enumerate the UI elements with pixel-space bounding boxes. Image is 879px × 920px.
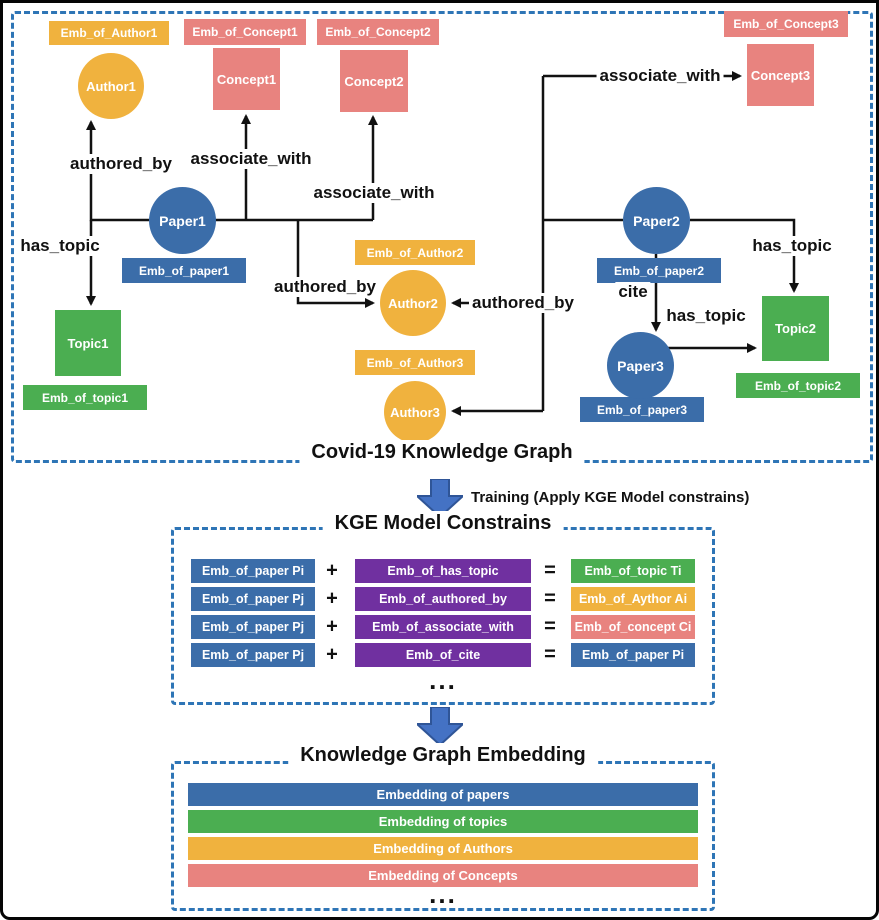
embedding-label-author2: Emb_of_Author2 — [355, 240, 475, 265]
relation-embedding-box: Emb_of_cite — [355, 643, 531, 667]
relation-embedding-box: Emb_of_has_topic — [355, 559, 531, 583]
embedding-bar-papers: Embedding of papers — [188, 783, 698, 806]
head-embedding-box: Emb_of_paper Pj — [191, 587, 315, 611]
flow-down-arrow-icon — [417, 707, 463, 745]
equals-operator: = — [544, 643, 556, 666]
head-embedding-box: Emb_of_paper Pj — [191, 643, 315, 667]
embedding-label-concept1: Emb_of_Concept1 — [184, 19, 306, 45]
equals-operator: = — [544, 559, 556, 582]
node-concept2: Concept2 — [340, 50, 408, 112]
node-topic2: Topic2 — [762, 296, 829, 361]
tail-embedding-box: Emb_of_concept Ci — [571, 615, 695, 639]
edge-label-cite: cite — [615, 282, 651, 302]
plus-operator: + — [326, 643, 338, 666]
plus-operator: + — [326, 587, 338, 610]
node-author3: Author3 — [384, 381, 446, 443]
node-concept3: Concept3 — [747, 44, 814, 106]
equals-operator: = — [544, 615, 556, 638]
training-caption: Training (Apply KGE Model constrains) — [471, 489, 750, 506]
head-embedding-box: Emb_of_paper Pj — [191, 615, 315, 639]
node-paper1: Paper1 — [149, 187, 216, 254]
edge-label-associate-with-concept2: associate_with — [310, 183, 438, 203]
equals-operator: = — [544, 587, 556, 610]
edge-label-authored-by-author1: authored_by — [66, 154, 176, 174]
edge-label-associate-with-concept3: associate_with — [596, 66, 724, 86]
relation-embedding-box: Emb_of_authored_by — [355, 587, 531, 611]
embedding-ellipsis: ... — [429, 879, 457, 909]
kge-constraints-title: KGE Model Constrains — [322, 511, 564, 535]
plus-operator: + — [326, 559, 338, 582]
embedding-bar-authors: Embedding of Authors — [188, 837, 698, 860]
kge-embedding-title: Knowledge Graph Embedding — [288, 743, 598, 767]
node-paper2: Paper2 — [623, 187, 690, 254]
constraints-ellipsis: ... — [429, 665, 457, 695]
embedding-label-concept2: Emb_of_Concept2 — [317, 19, 439, 45]
embedding-bar-concepts: Embedding of Concepts — [188, 864, 698, 887]
tail-embedding-box: Emb_of_topic Ti — [571, 559, 695, 583]
node-concept1: Concept1 — [213, 48, 280, 110]
relation-embedding-box: Emb_of_associate_with — [355, 615, 531, 639]
head-embedding-box: Emb_of_paper Pi — [191, 559, 315, 583]
node-paper3: Paper3 — [607, 332, 674, 399]
edge-label-has-topic-topic2: has_topic — [749, 236, 835, 256]
edge-label-authored-by-author2-right: authored_by — [468, 293, 578, 313]
embedding-bar-topics: Embedding of topics — [188, 810, 698, 833]
kg-section-title: Covid-19 Knowledge Graph — [299, 440, 585, 464]
edge-label-has-topic-topic1: has_topic — [17, 236, 103, 256]
node-author1: Author1 — [78, 53, 144, 119]
embedding-label-paper3: Emb_of_paper3 — [580, 397, 704, 422]
edge-label-has-topic-paper3: has_topic — [663, 306, 749, 326]
embedding-label-concept3: Emb_of_Concept3 — [724, 11, 848, 37]
plus-operator: + — [326, 615, 338, 638]
tail-embedding-box: Emb_of_Aythor Ai — [571, 587, 695, 611]
node-topic1: Topic1 — [55, 310, 121, 376]
embedding-label-author1: Emb_of_Author1 — [49, 21, 169, 45]
edge-label-authored-by-author2-left: authored_by — [270, 277, 380, 297]
embedding-label-topic1: Emb_of_topic1 — [23, 385, 147, 410]
tail-embedding-box: Emb_of_paper Pi — [571, 643, 695, 667]
embedding-label-author3: Emb_of_Author3 — [355, 350, 475, 375]
node-author2: Author2 — [380, 270, 446, 336]
edge-paper2-has-topic-topic2 — [690, 218, 799, 293]
embedding-label-topic2: Emb_of_topic2 — [736, 373, 860, 398]
embedding-label-paper2: Emb_of_paper2 — [597, 258, 721, 283]
embedding-label-paper1: Emb_of_paper1 — [122, 258, 246, 283]
training-down-arrow-icon — [417, 479, 463, 517]
edge-label-associate-with-concept1: associate_with — [187, 149, 315, 169]
edge-paper1-authored-by-author2 — [296, 220, 375, 308]
